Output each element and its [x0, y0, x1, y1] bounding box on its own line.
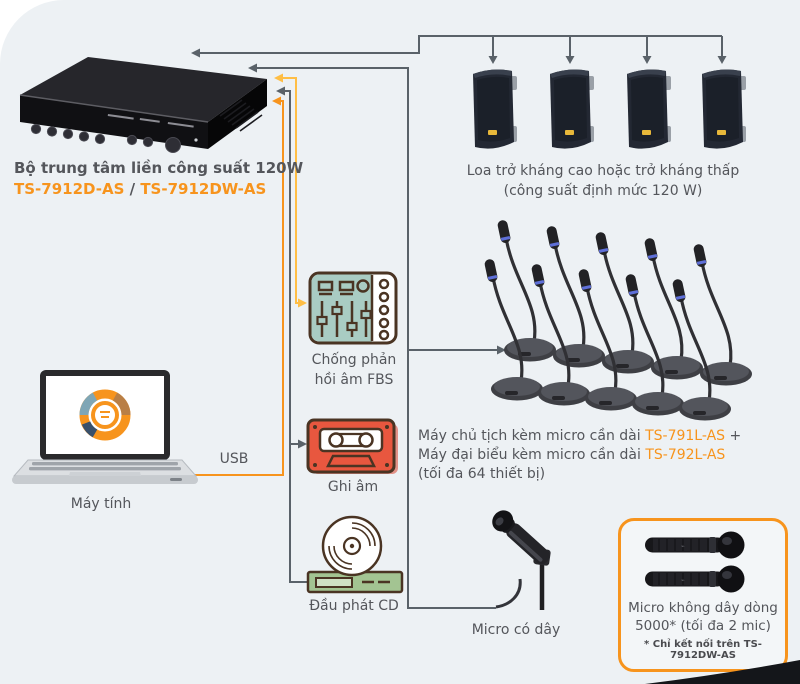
- amplifier-model-2: TS-7912DW-AS: [140, 180, 267, 198]
- fbs-arrows: [274, 73, 307, 308]
- amplifier-caption: Bộ trung tâm liền công suất 120W TS-7912…: [14, 158, 334, 199]
- wired-mic-icon: [462, 503, 577, 615]
- conference-model-2: TS-792L-AS: [645, 447, 726, 463]
- wireless-mic-caption-line2: 5000* (tối đa 2 mic): [635, 618, 771, 634]
- usb-label: USB: [219, 451, 249, 467]
- cd-player-icon: [306, 514, 404, 594]
- conference-model-1: TS-791L-AS: [645, 428, 726, 444]
- mic-chain-line: [255, 67, 499, 609]
- amplifier-illustration: [10, 48, 272, 158]
- wireless-mic-note: * Chỉ kết nối trên TS-7912DW-AS: [644, 639, 762, 661]
- mic-chain-arrows: [248, 63, 506, 355]
- speakers-caption-line2: (công suất định mức 120 W): [503, 183, 703, 199]
- speaker-icon: [696, 64, 748, 156]
- wireless-mic-caption: Micro không dây dòng 5000* (tối đa 2 mic…: [621, 599, 785, 635]
- cassette-icon: [306, 418, 400, 476]
- amplifier-model-1: TS-7912D-AS: [14, 180, 125, 198]
- speaker-bus-line: [198, 35, 723, 57]
- speaker-icon: [544, 64, 596, 156]
- recorder-caption: Ghi âm: [327, 479, 379, 495]
- fbs-caption-line1: Chống phản: [311, 352, 397, 368]
- conference-caption: Máy chủ tịch kèm micro cần dài TS-791L-A…: [418, 427, 790, 484]
- computer-caption: Máy tính: [70, 496, 132, 512]
- amplifier-model-separator: /: [124, 180, 141, 198]
- conference-caption-line1: Máy chủ tịch kèm micro cần dài TS-791L-A…: [418, 428, 742, 444]
- speakers-caption: Loa trở kháng cao hoặc trở kháng thấp (c…: [433, 161, 773, 201]
- fbs-processor-icon: [308, 271, 398, 345]
- rec-cd-arrows: [276, 86, 307, 449]
- wireless-mic-icon: ⌁: [644, 531, 745, 593]
- conference-mic-group: [430, 212, 800, 430]
- cd-player-caption: Đầu phát CD: [309, 598, 399, 614]
- amplifier-models: TS-7912D-AS / TS-7912DW-AS: [14, 179, 334, 199]
- laptop-icon: [10, 368, 200, 490]
- speaker-bus-arrows: [191, 48, 727, 64]
- conference-caption-line2: Máy đại biểu kèm micro cần dài TS-792L-A…: [418, 447, 726, 463]
- amplifier-caption-line1: Bộ trung tâm liền công suất 120W: [14, 159, 304, 177]
- speaker-icon: [467, 64, 519, 156]
- wired-mic-caption: Micro có dây: [471, 622, 561, 638]
- speaker-icon: [621, 64, 673, 156]
- fbs-caption-line2: hồi âm FBS: [314, 372, 394, 388]
- fbs-caption: Chống phản hồi âm FBS: [295, 350, 413, 390]
- conference-caption-line3: (tối đa 64 thiết bị): [418, 466, 546, 482]
- laptop-logo: [79, 389, 131, 441]
- wireless-mic-box: ⌁ Micro không dây dòng 5000* (tối đa 2 m…: [618, 518, 788, 672]
- speakers-caption-line1: Loa trở kháng cao hoặc trở kháng thấp: [466, 163, 740, 179]
- wireless-mic-caption-line1: Micro không dây dòng: [628, 600, 778, 616]
